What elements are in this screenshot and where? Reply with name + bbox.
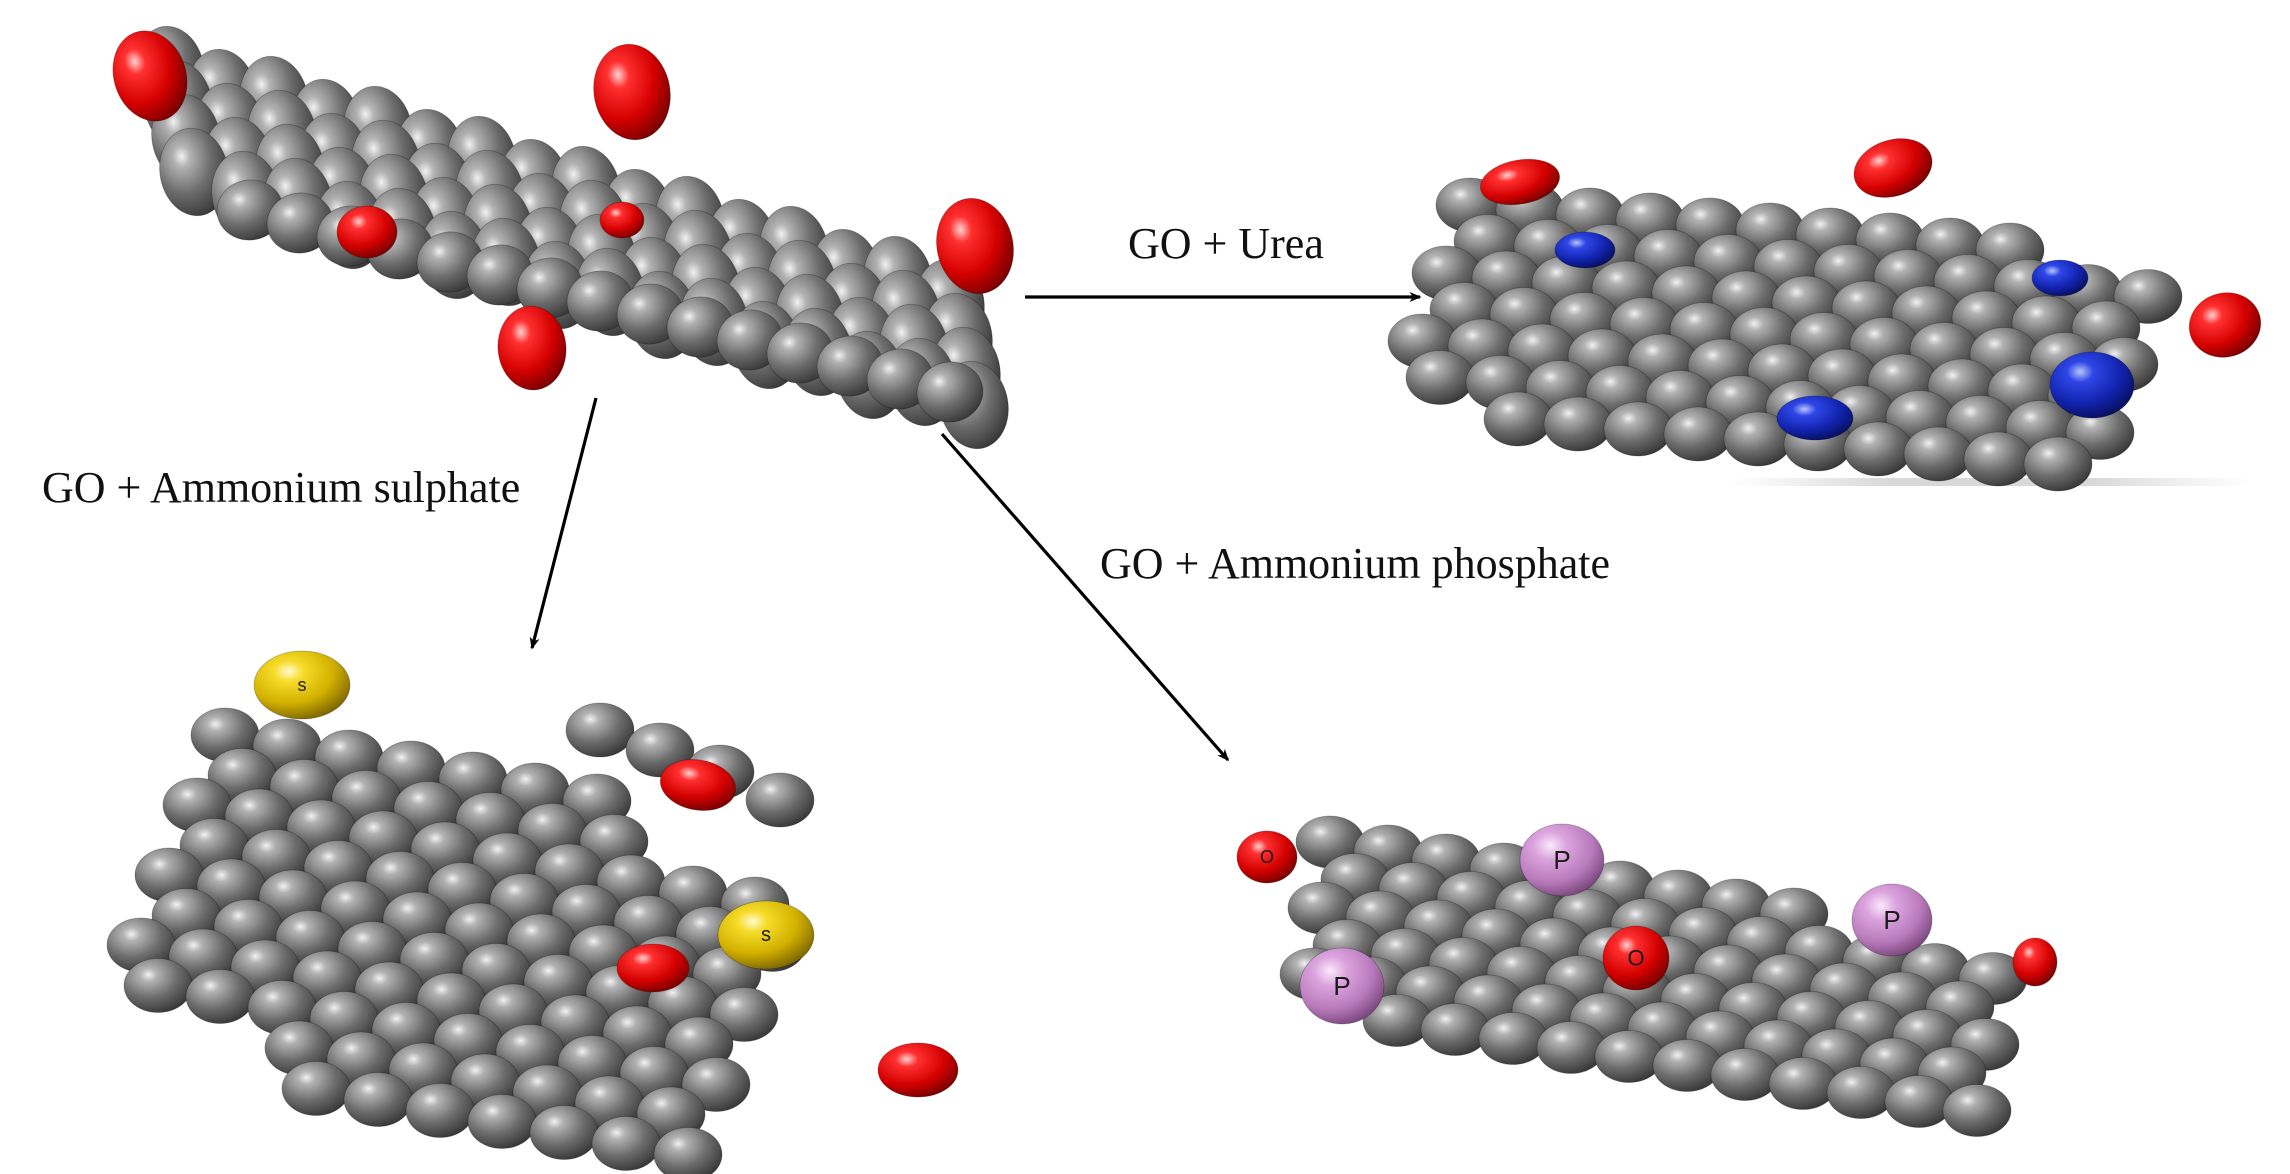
phosphorus-atom	[1519, 823, 1605, 897]
carbon-atom	[281, 1061, 351, 1116]
oxygen-atom	[1236, 830, 1298, 884]
oxygen-atom	[497, 305, 567, 391]
oxygen-atom	[593, 43, 671, 141]
sulfur-atom	[717, 900, 815, 970]
phosphorus-atom	[1299, 947, 1385, 1025]
oxygen-atom	[616, 943, 690, 993]
oxygen-atom	[659, 759, 737, 811]
carbon-atom	[1884, 1075, 1954, 1128]
atom-label: O	[1260, 847, 1274, 867]
carbon-atom	[1652, 1039, 1722, 1092]
atom-label: P	[1553, 845, 1570, 875]
oxygen-atom	[1602, 925, 1670, 991]
carbon-atom	[529, 1105, 599, 1160]
carbon-atom	[1843, 421, 1913, 477]
oxygen-atom	[2188, 292, 2262, 358]
atom-label: P	[1333, 971, 1350, 1001]
carbon-atom	[1710, 1048, 1780, 1101]
oxygen-atom	[936, 197, 1014, 295]
label-ammonium-phosphate: GO + Ammonium phosphate	[1100, 539, 1610, 588]
oxygen-atom	[1853, 138, 1933, 198]
carbon-atom	[1483, 391, 1553, 447]
carbon-atom	[405, 1083, 475, 1138]
atom-label: P	[1883, 905, 1900, 935]
carbon-atom	[1663, 406, 1733, 462]
sulfur-atom	[253, 650, 351, 720]
arrow-ammonium-phosphate	[940, 432, 1230, 762]
carbon-atom	[185, 969, 255, 1024]
nitrogen-atom	[1554, 231, 1616, 269]
oxygen-atom	[336, 205, 398, 259]
urea-doped-sheet-molecule	[1387, 138, 2262, 492]
carbon-atom	[2023, 436, 2093, 492]
carbon-atom	[1903, 426, 1973, 482]
go-sheet-molecule	[112, 25, 1014, 450]
carbon-atom	[343, 1072, 413, 1127]
carbon-atom	[1536, 1021, 1606, 1074]
carbon-atom	[1603, 401, 1673, 457]
nitrogen-atom	[2049, 351, 2135, 419]
carbon-atom	[709, 987, 779, 1042]
phosphorus-atom	[1851, 883, 1933, 957]
carbon-atom	[1594, 1030, 1664, 1083]
carbon-atom	[591, 1116, 661, 1171]
atom-label: s	[298, 675, 307, 695]
oxygen-atom	[599, 201, 645, 239]
carbon-atom	[1405, 350, 1475, 405]
carbon-atom	[1543, 396, 1613, 452]
oxygen-atom	[1480, 158, 1560, 206]
atom-label: O	[1627, 946, 1644, 971]
carbon-atom	[1768, 1057, 1838, 1110]
label-ammonium-sulphate: GO + Ammonium sulphate	[42, 463, 520, 512]
carbon-atom	[1478, 1012, 1548, 1065]
sulphate-doped-sheet-molecule: ss	[106, 650, 959, 1174]
oxygen-atom	[877, 1042, 959, 1098]
atom-label: s	[761, 924, 771, 946]
oxygen-atom	[2012, 937, 2058, 987]
carbon-atom	[653, 1127, 723, 1174]
carbon-atom	[1420, 1003, 1490, 1056]
carbon-atom	[467, 1094, 537, 1149]
carbon-atom	[1826, 1066, 1896, 1119]
phosphate-doped-sheet-molecule: O O P P P	[1236, 815, 2058, 1137]
carbon-atom	[1942, 1084, 2012, 1137]
arrow-ammonium-sulphate	[529, 397, 598, 650]
label-urea: GO + Urea	[1128, 219, 1324, 268]
oxygen-atom	[112, 30, 188, 122]
carbon-atom	[1963, 431, 2033, 487]
carbon-atom	[745, 772, 815, 828]
nitrogen-atom	[1776, 395, 1854, 441]
carbon-atom	[916, 361, 984, 423]
nitrogen-atom	[2031, 259, 2089, 297]
carbon-atom	[681, 1057, 751, 1112]
carbon-atom	[565, 702, 635, 758]
carbon-atom	[123, 958, 193, 1013]
